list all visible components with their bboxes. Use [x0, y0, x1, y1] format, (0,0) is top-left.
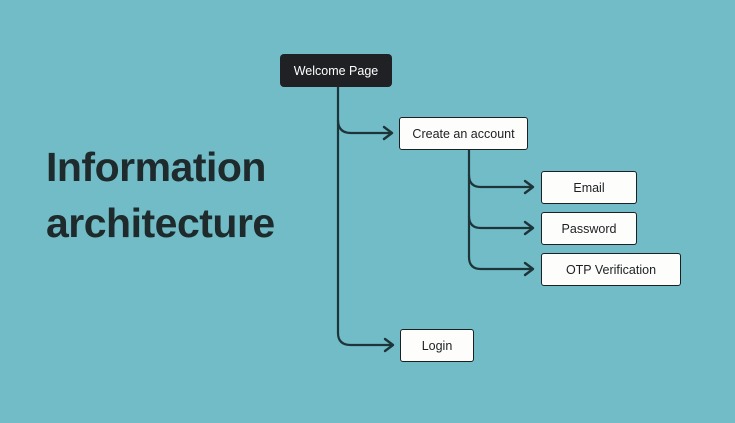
edge-welcome-to-create	[336, 118, 393, 135]
node-login[interactable]: Login	[400, 329, 474, 362]
page-title: Information architecture	[46, 144, 275, 246]
arrowhead-password	[523, 220, 535, 236]
edge-create-to-otp	[467, 255, 534, 271]
node-password[interactable]: Password	[541, 212, 637, 245]
edge-create-to-password	[467, 214, 534, 230]
edge-welcome-to-login	[336, 331, 394, 347]
node-create-an-account[interactable]: Create an account	[399, 117, 528, 150]
node-email[interactable]: Email	[541, 171, 637, 204]
arrowhead-otp	[523, 261, 535, 277]
node-otp-verification[interactable]: OTP Verification	[541, 253, 681, 286]
arrowhead-create	[382, 125, 394, 141]
arrowhead-login	[383, 337, 395, 353]
node-welcome-page[interactable]: Welcome Page	[280, 54, 392, 87]
edge-create-to-email	[467, 173, 534, 189]
arrowhead-email	[523, 179, 535, 195]
